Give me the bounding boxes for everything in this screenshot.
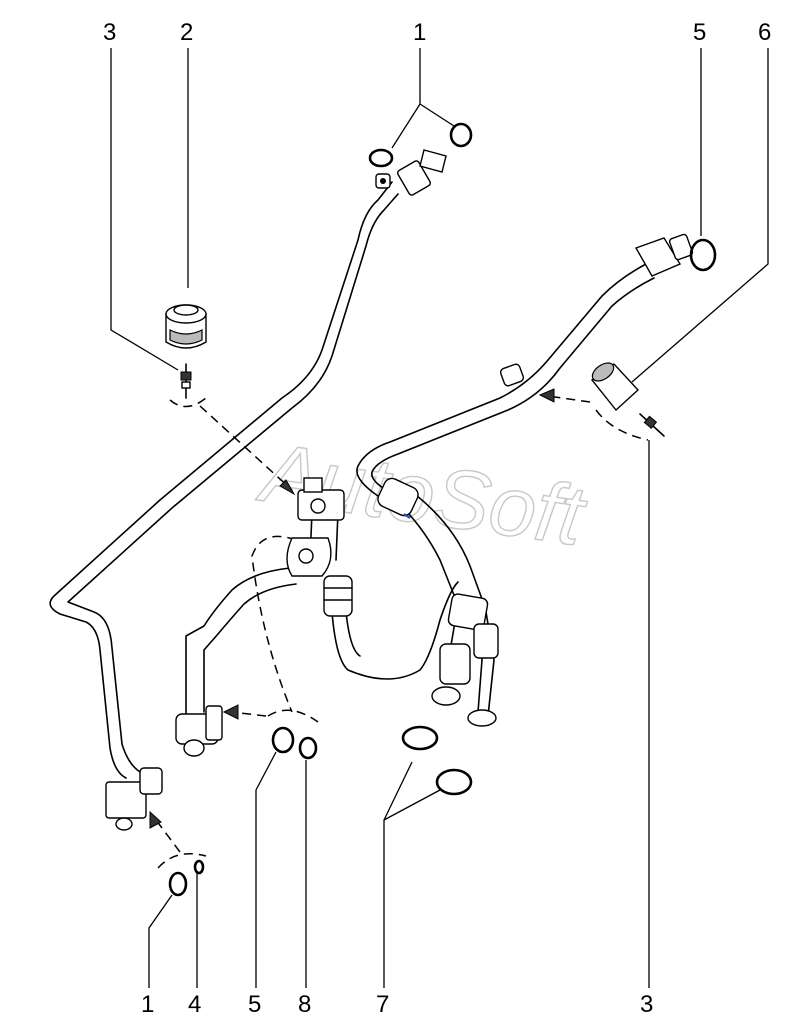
o-ring-5-top — [689, 238, 717, 272]
service-valve-cap-right — [590, 362, 639, 412]
callout-1-bottom: 1 — [141, 991, 154, 1018]
right-suction-line — [356, 263, 655, 497]
callout-4-bottom: 4 — [188, 991, 201, 1018]
callout-3-top: 3 — [103, 19, 116, 46]
valve-core-right — [639, 413, 665, 437]
o-ring-1-bottom — [168, 871, 188, 897]
lower-tube-end-fitting — [175, 705, 223, 757]
callout-8-bottom: 8 — [298, 991, 311, 1018]
hose-ferrules — [377, 477, 499, 727]
callout-6-top: 6 — [758, 19, 771, 46]
o-rings — [168, 122, 717, 897]
o-ring-7b — [435, 768, 473, 796]
callout-5-bottom: 5 — [248, 991, 261, 1018]
lower-small-tube — [185, 567, 297, 717]
callout-5-top: 5 — [693, 19, 706, 46]
callout-3-bottom: 3 — [640, 991, 653, 1018]
service-valve-cap — [165, 304, 207, 349]
assembly-arrowheads — [149, 388, 555, 829]
middle-hose-assembly — [309, 485, 495, 717]
blue-mark — [403, 513, 411, 519]
o-ring-5-bottom — [271, 726, 295, 754]
callout-2-top: 2 — [180, 19, 193, 46]
suction-end-fitting — [499, 233, 694, 387]
left-liquid-line — [49, 181, 399, 779]
o-ring-7a — [401, 725, 439, 751]
callout-7-bottom: 7 — [376, 991, 389, 1018]
o-ring-8 — [298, 736, 318, 760]
central-block-fitting — [286, 477, 353, 617]
left-block-fitting — [105, 767, 163, 831]
o-ring-4 — [193, 859, 205, 875]
o-ring-1a — [368, 148, 394, 168]
o-ring-1b — [449, 122, 473, 148]
top-fitting — [375, 149, 447, 196]
callout-1-top: 1 — [413, 19, 426, 46]
leader-lines — [110, 48, 769, 988]
assembly-dashed-lines — [155, 395, 649, 869]
valve-core-top — [180, 363, 192, 399]
